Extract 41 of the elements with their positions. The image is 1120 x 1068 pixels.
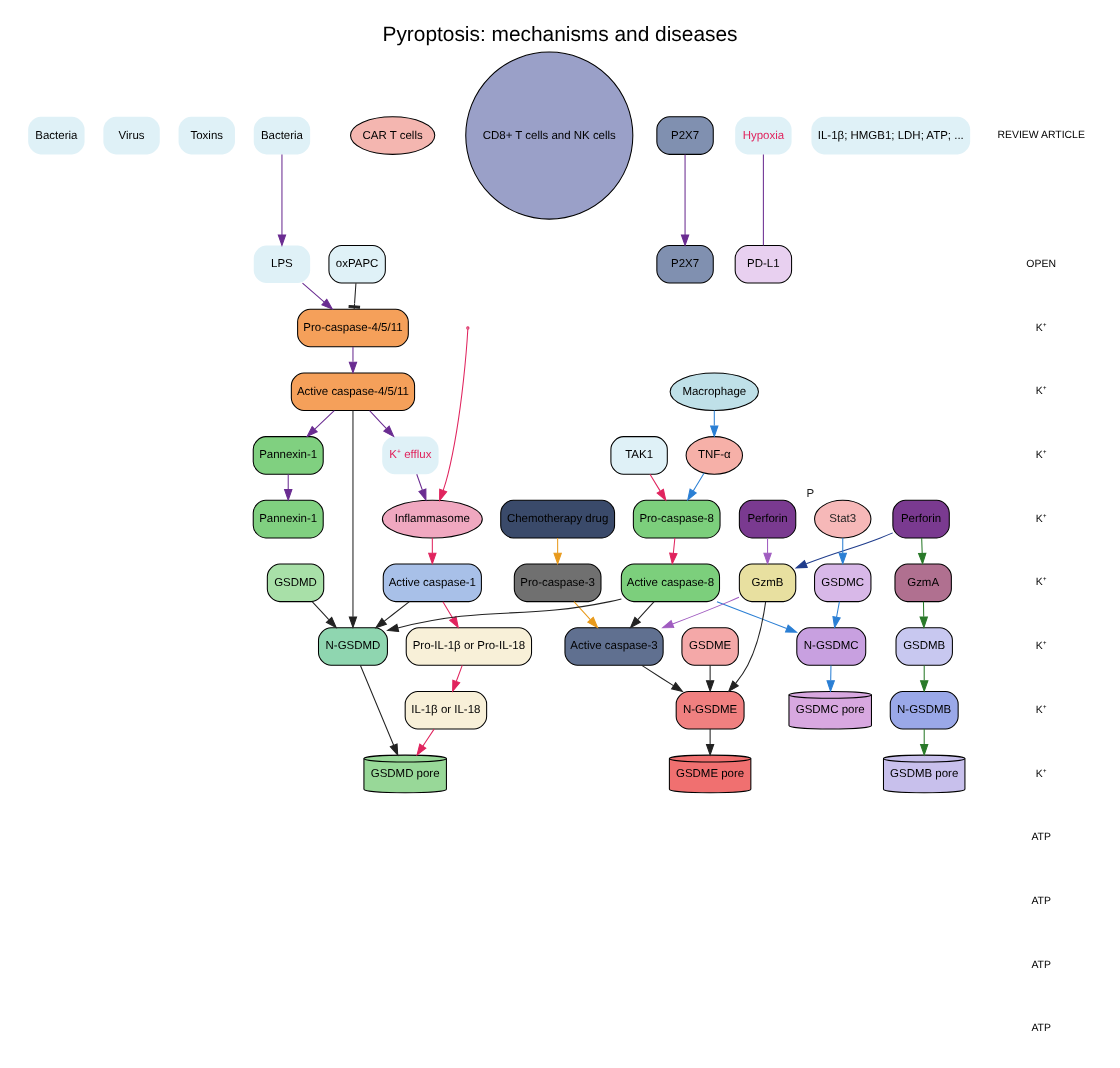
arrow (727, 601, 767, 693)
arrow (277, 154, 287, 248)
arrow (629, 601, 655, 629)
arrow (794, 532, 894, 569)
arrow (826, 664, 836, 693)
connector (348, 282, 361, 310)
arrow (416, 728, 435, 757)
arrow (348, 410, 358, 629)
arrow (917, 537, 927, 566)
connector (762, 154, 764, 246)
arrow (427, 537, 437, 566)
arrow (369, 410, 395, 438)
arrow (669, 537, 678, 566)
arrow (374, 601, 410, 629)
arrow (573, 601, 599, 629)
arrow (452, 664, 463, 693)
arrow (283, 473, 293, 502)
arrow (716, 601, 799, 633)
arrow (661, 596, 740, 629)
arrow (348, 346, 358, 375)
arrow (649, 473, 667, 502)
arrow (838, 537, 848, 566)
arrow (680, 154, 690, 248)
arrow (359, 665, 399, 757)
arrow (386, 598, 622, 633)
arrow (306, 410, 335, 438)
diagram-title: Pyroptosis: mechanisms and diseases (382, 25, 738, 48)
arrow (442, 601, 459, 629)
arrow (641, 664, 684, 693)
arrow (439, 328, 469, 502)
arrow (553, 537, 563, 566)
arrow (763, 537, 772, 566)
arrow (705, 728, 715, 757)
arrow (919, 664, 929, 693)
arrow (301, 282, 334, 310)
arrow (311, 601, 338, 629)
arrow (832, 601, 841, 630)
arrow (416, 473, 427, 502)
arrow (686, 472, 705, 502)
arrow (919, 728, 929, 757)
arrow (705, 664, 715, 693)
